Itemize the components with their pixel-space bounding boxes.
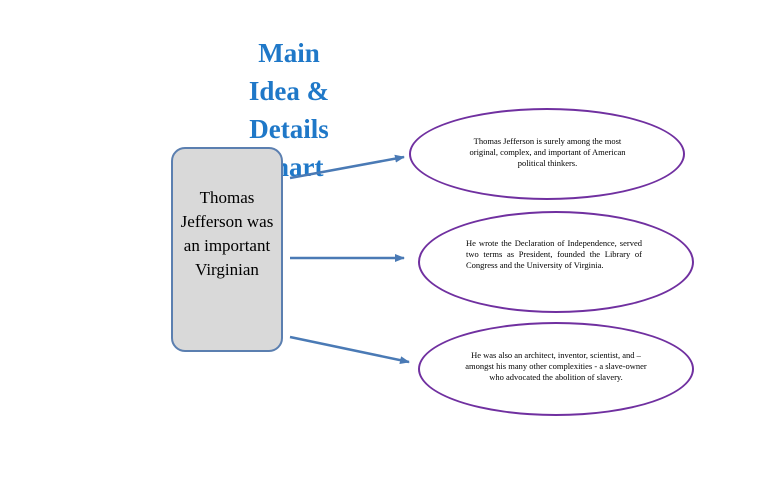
- title-line-2: Idea &: [248, 76, 330, 106]
- main-idea-box: [171, 147, 283, 352]
- arrow-to-detail-1: [289, 154, 405, 180]
- detail-ellipse-2: [418, 211, 694, 313]
- detail-text-3: He was also an architect, inventor, scie…: [465, 350, 647, 382]
- detail-text-1: Thomas Jefferson is surely among the mos…: [469, 136, 626, 168]
- detail-ellipse-1: [409, 108, 685, 200]
- detail-ellipse-3: [418, 322, 694, 416]
- title-line-3: Details: [249, 114, 329, 144]
- arrow-to-detail-3: [289, 335, 410, 365]
- main-idea-text: Thomas Jefferson was an important Virgin…: [180, 188, 274, 279]
- detail-text-2: He wrote the Declaration of Independence…: [466, 238, 642, 270]
- title-line-1: Main: [258, 38, 320, 68]
